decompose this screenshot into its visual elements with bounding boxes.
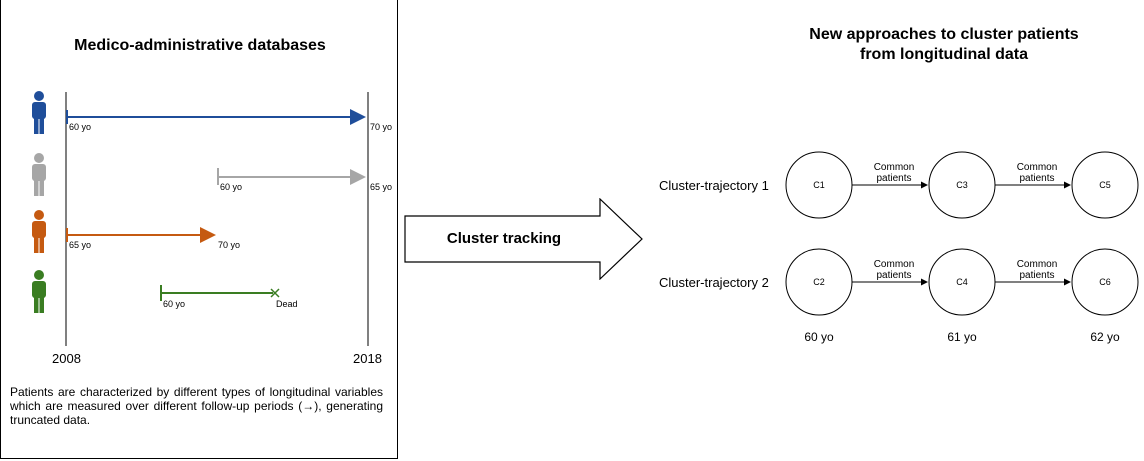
patient-1-end-label: 70 yo bbox=[370, 122, 393, 132]
cluster-tracking-arrow bbox=[404, 198, 643, 280]
patient-3-person-icon bbox=[32, 210, 46, 253]
patient-1-person-icon bbox=[32, 91, 46, 134]
cluster-node: C3 bbox=[956, 180, 968, 190]
cluster-node: C2 bbox=[813, 277, 825, 287]
patient-2-start-label: 60 yo bbox=[220, 182, 243, 192]
timeline-diagram bbox=[32, 91, 369, 346]
age-label: 60 yo bbox=[804, 330, 834, 344]
death-cross-icon bbox=[270, 288, 280, 298]
patient-1-start-label: 60 yo bbox=[69, 122, 92, 132]
patient-2-end-label: 65 yo bbox=[370, 182, 393, 192]
patient-4-start-label: 60 yo bbox=[163, 299, 186, 309]
right-panel-title: New approaches to cluster patients from … bbox=[724, 25, 1144, 65]
patient-3-end-label: 70 yo bbox=[218, 240, 241, 250]
axis-start-year: 2008 bbox=[52, 351, 81, 366]
cluster-node: C6 bbox=[1099, 277, 1111, 287]
left-panel: Medico-administrative databases bbox=[0, 0, 398, 459]
patient-4-person-icon bbox=[32, 270, 46, 313]
right-panel-title-line-1: New approaches to cluster patients bbox=[809, 26, 1079, 43]
cluster-node: C1 bbox=[813, 180, 825, 190]
patient-2-person-icon bbox=[32, 153, 46, 196]
cluster-trajectory-diagram bbox=[785, 151, 1139, 316]
left-panel-title: Medico-administrative databases bbox=[74, 37, 326, 54]
age-label: 61 yo bbox=[947, 330, 977, 344]
age-label: 62 yo bbox=[1090, 330, 1120, 344]
footnote-text: Patients are characterized by different … bbox=[10, 385, 383, 427]
cluster-node: C5 bbox=[1099, 180, 1111, 190]
patient-4-end-label: Dead bbox=[276, 299, 298, 309]
right-panel-title-line-2: from longitudinal data bbox=[860, 46, 1028, 63]
cluster-node: C4 bbox=[956, 277, 968, 287]
axis-end-year: 2018 bbox=[353, 351, 382, 366]
trajectory-1-label: Cluster-trajectory 1 bbox=[659, 178, 769, 193]
cluster-tracking-label: Cluster tracking bbox=[446, 230, 562, 247]
patient-3-start-label: 65 yo bbox=[69, 240, 92, 250]
trajectory-2-label: Cluster-trajectory 2 bbox=[659, 275, 769, 290]
